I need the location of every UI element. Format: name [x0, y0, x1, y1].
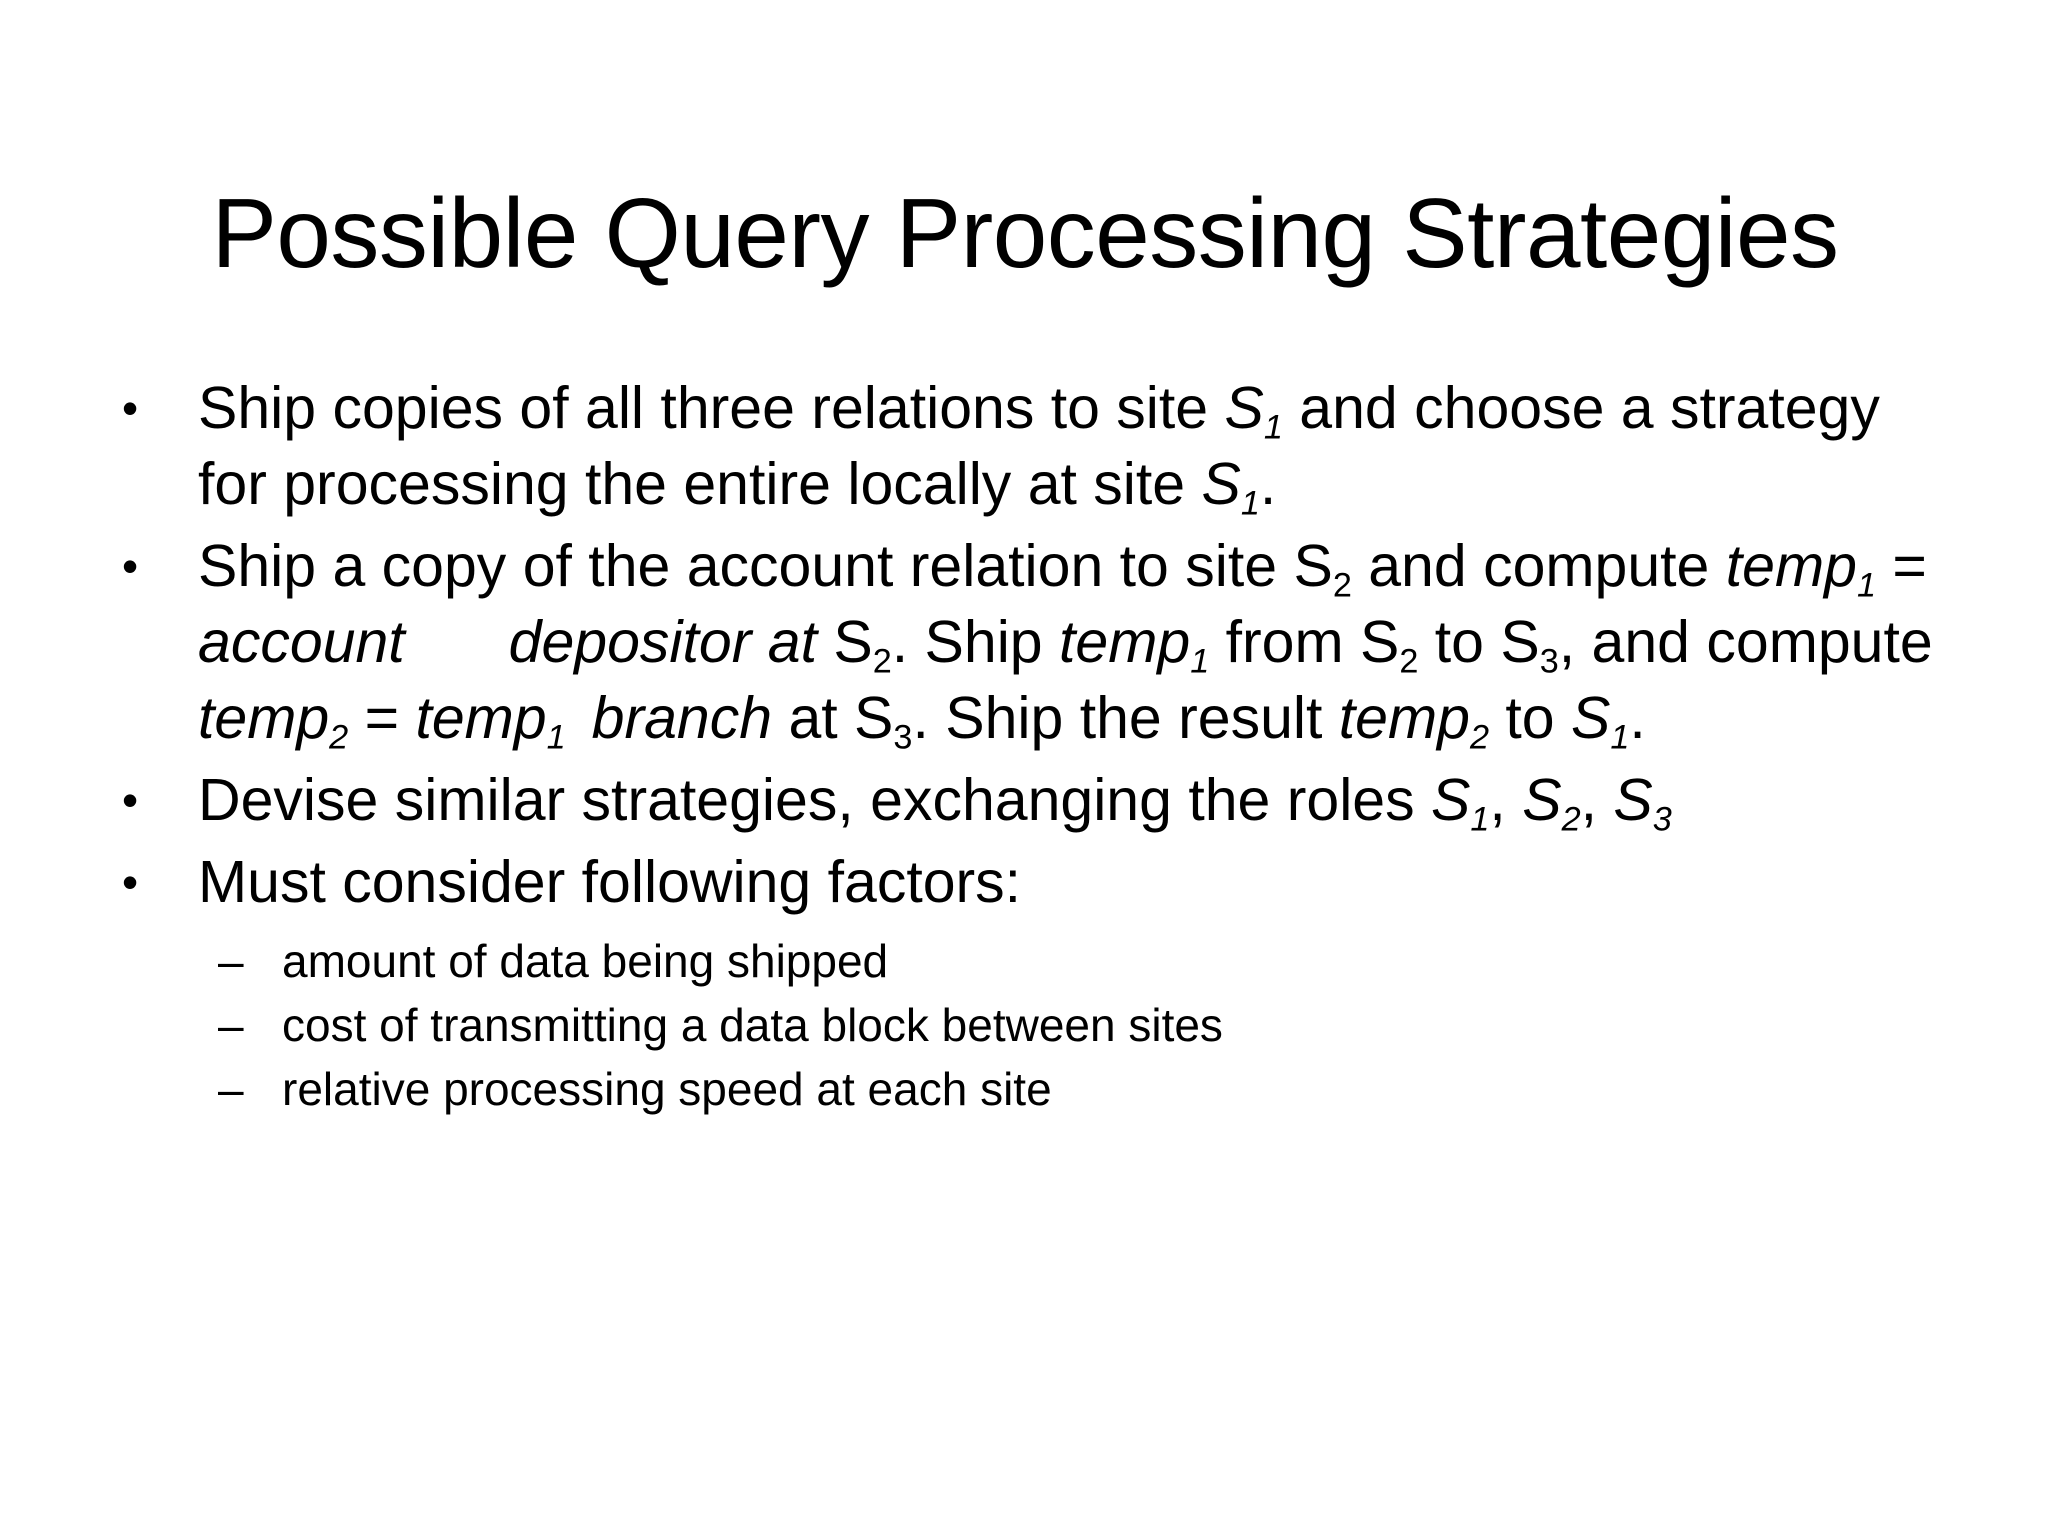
bullet-2-seg-f: , and compute: [1558, 609, 1933, 675]
site-subscript-2-b: 2: [872, 642, 892, 681]
equals-sign-2: =: [348, 685, 416, 751]
slide-body: • Ship copies of all three relations to …: [110, 370, 1950, 1122]
bullet-3-comma-1: ,: [1489, 767, 1523, 833]
site-label-s2-a: S: [1293, 533, 1333, 599]
bullet-2-period: .: [1629, 685, 1646, 751]
bullet-item-3-text: Devise similar strategies, exchanging th…: [198, 762, 1950, 838]
site-subscript-1-first: 1: [1263, 408, 1283, 447]
bullet-item-3: • Devise similar strategies, exchanging …: [110, 762, 1950, 838]
bullet-2-seg-a: Ship a copy of the account relation to s…: [198, 533, 1294, 599]
bullet-2-seg-g: at S: [772, 685, 894, 751]
relation-temp2-a: temp: [198, 685, 330, 751]
bullet-2-seg-i: to: [1488, 685, 1571, 751]
sub-bullet-item-2-text: cost of transmitting a data block betwee…: [282, 999, 1223, 1051]
site-subscript-1-second: 1: [1240, 484, 1260, 523]
bullet-item-1: • Ship copies of all three relations to …: [110, 370, 1950, 522]
site-subscript-3-a: 3: [1539, 642, 1559, 681]
relation-branch: branch: [591, 685, 773, 751]
site-label-s1-c: S: [1570, 685, 1611, 751]
bullet-marker-icon: •: [122, 774, 139, 826]
role-subscript-1: 1: [1470, 800, 1490, 839]
bullet-1-period: .: [1259, 451, 1277, 517]
slide-title: Possible Query Processing Strategies: [211, 177, 1840, 288]
role-label-s2: S: [1522, 767, 1562, 833]
temp-subscript-1-a: 1: [1856, 566, 1876, 605]
bullet-1-seg-a: Ship copies of all three relations to si…: [198, 375, 1225, 441]
role-subscript-3: 3: [1652, 800, 1672, 839]
bullet-item-4-text: Must consider following factors:: [198, 849, 1022, 915]
site-subscript-3-b: 3: [893, 718, 913, 757]
relation-temp1-c: temp: [415, 685, 547, 751]
sub-bullet-item-3: – relative processing speed at each site: [110, 1058, 1950, 1120]
role-subscript-2: 2: [1561, 800, 1581, 839]
bullet-2-seg-d: from S: [1209, 609, 1400, 675]
sub-bullet-item-3-text: relative processing speed at each site: [282, 1063, 1052, 1115]
site-label-s2-b: S: [816, 609, 873, 675]
bullet-item-2: • Ship a copy of the account relation to…: [110, 528, 1950, 756]
bullet-2-seg-e: to S: [1418, 609, 1540, 675]
bullet-3-comma-2: ,: [1580, 767, 1614, 833]
relation-account: account: [198, 609, 405, 675]
sub-bullet-item-1-text: amount of data being shipped: [282, 935, 889, 987]
dash-marker-icon: –: [218, 935, 244, 987]
sub-bullet-item-2: – cost of transmitting a data block betw…: [110, 994, 1950, 1056]
site-label-s1-first: S: [1224, 375, 1264, 441]
sub-bullet-list: – amount of data being shipped – cost of…: [110, 930, 1950, 1120]
bullet-marker-icon: •: [122, 382, 139, 434]
role-label-s3: S: [1613, 767, 1653, 833]
bullet-item-4: • Must consider following factors:: [110, 844, 1950, 920]
sub-bullet-item-1: – amount of data being shipped: [110, 930, 1950, 992]
bullet-2-seg-c: . Ship: [891, 609, 1060, 675]
temp-subscript-2-a: 2: [329, 718, 349, 757]
dash-marker-icon: –: [218, 999, 244, 1051]
relation-temp1-a: temp: [1725, 533, 1857, 599]
bullet-2-seg-h: . Ship the result: [912, 685, 1339, 751]
dash-marker-icon: –: [218, 1063, 244, 1115]
site-label-s1-second: S: [1201, 451, 1241, 517]
relation-temp2-b: temp: [1338, 685, 1470, 751]
bullet-item-2-text: Ship a copy of the account relation to s…: [198, 528, 1950, 756]
bullet-2-seg-b: and compute: [1351, 533, 1726, 599]
role-label-s1: S: [1431, 767, 1471, 833]
bullet-3-seg-a: Devise similar strategies, exchanging th…: [198, 767, 1432, 833]
bullet-1-seg-b: and choose a strategy for processing the…: [198, 375, 1880, 517]
site-subscript-2-c: 2: [1399, 642, 1419, 681]
temp-subscript-2-b: 2: [1469, 718, 1489, 757]
temp-subscript-1-c: 1: [546, 718, 566, 757]
relation-depositor-at: depositor at: [508, 609, 817, 675]
bullet-marker-icon: •: [122, 856, 139, 908]
relation-temp1-b: temp: [1059, 609, 1191, 675]
temp-subscript-1-b: 1: [1190, 642, 1210, 681]
bullet-item-1-text: Ship copies of all three relations to si…: [198, 370, 1950, 522]
site-subscript-2-a: 2: [1332, 566, 1352, 605]
equals-sign-1: =: [1875, 533, 1927, 599]
site-subscript-1-d: 1: [1610, 718, 1630, 757]
bullet-marker-icon: •: [122, 540, 139, 592]
